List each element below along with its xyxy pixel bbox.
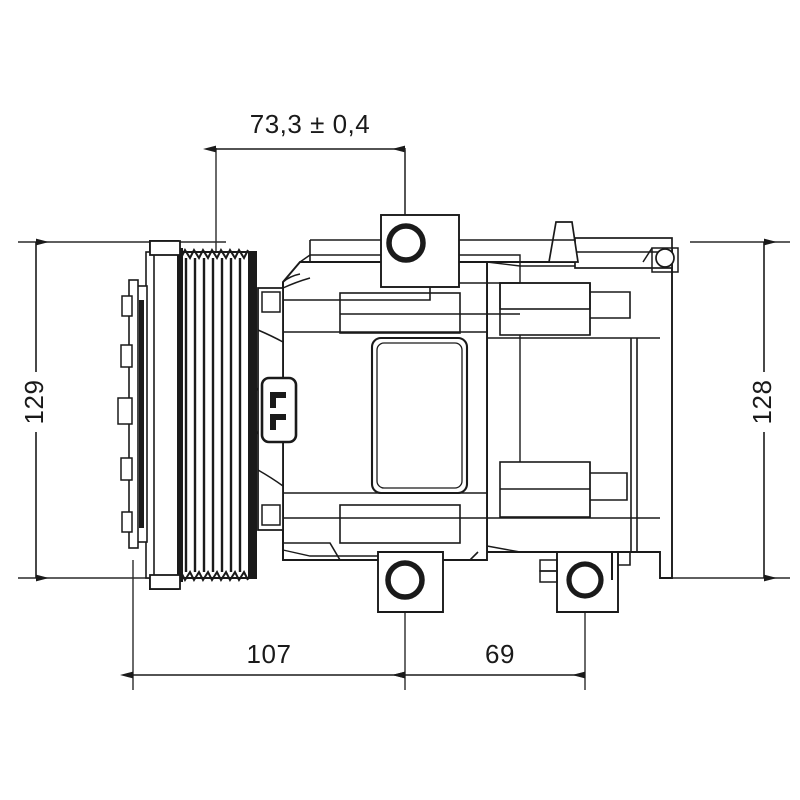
front-foot-bolt-hole bbox=[385, 560, 425, 600]
rear-pivot-hole bbox=[655, 248, 675, 268]
block-rib-lower-4 bbox=[283, 542, 341, 561]
pulley-groove-profile-bottom bbox=[180, 569, 249, 583]
block-rib-lower-2 bbox=[339, 504, 461, 544]
body-contours bbox=[282, 254, 591, 557]
clutch-cap-top bbox=[149, 240, 181, 256]
dimension-top: 73,3 ± 0,4 bbox=[203, 109, 406, 252]
rear-foot-bolt-hole bbox=[566, 561, 604, 599]
rear-housing bbox=[486, 247, 673, 579]
rear-pivot-chamfer bbox=[642, 247, 653, 263]
dimension-left: 129 bbox=[19, 238, 49, 582]
top-boss-rail-left-2 bbox=[309, 240, 381, 263]
rear-foot-ledge bbox=[618, 552, 631, 566]
clutch-lug-5 bbox=[121, 295, 133, 317]
clutch-lug-3 bbox=[120, 457, 133, 481]
contour-upper-left bbox=[299, 254, 381, 263]
pulley-assembly bbox=[177, 247, 257, 583]
rear-pivot-block bbox=[651, 247, 679, 273]
rear-mount-tab bbox=[547, 221, 579, 263]
clutch-air-gap bbox=[139, 300, 144, 528]
connector-terminal-2 bbox=[270, 414, 286, 430]
dimension-right: 128 bbox=[747, 238, 777, 582]
pulley-hub-band bbox=[248, 252, 257, 578]
rear-foot-tab-1 bbox=[539, 559, 558, 572]
clutch-connector bbox=[249, 376, 298, 444]
front-housing-details bbox=[257, 277, 311, 526]
dimension-bottom: 107 69 bbox=[120, 560, 586, 690]
dim-top-label: 73,3 ± 0,4 bbox=[250, 109, 370, 139]
block-shoulder-top bbox=[282, 273, 301, 283]
pulley-body bbox=[177, 251, 257, 579]
bottom-mount-foot-rear bbox=[539, 551, 631, 613]
pulley-ribs bbox=[184, 258, 242, 572]
front-housing-curve-1 bbox=[257, 329, 284, 343]
clutch-lug-2 bbox=[117, 397, 133, 425]
top-mount-boss bbox=[309, 214, 575, 288]
block-rib-upper-2 bbox=[339, 292, 461, 334]
front-housing-tab-top bbox=[261, 291, 281, 313]
rear-top-rail bbox=[547, 221, 679, 273]
centre-panel-inner bbox=[376, 342, 463, 489]
dim-left-label: 129 bbox=[19, 380, 49, 425]
front-housing-tab-bottom bbox=[261, 504, 281, 526]
front-housing-curve-3 bbox=[282, 277, 311, 289]
clutch-cap-bottom bbox=[149, 574, 181, 590]
front-foot-ledge-right bbox=[443, 551, 479, 561]
rear-port-notch-lower bbox=[590, 472, 628, 501]
connector-terminal-1 bbox=[270, 392, 286, 408]
pulley-groove-profile-top bbox=[180, 247, 249, 261]
rear-foot-tab-2 bbox=[539, 570, 558, 583]
dim-right-label: 128 bbox=[747, 380, 777, 425]
clutch-plate-assembly bbox=[117, 240, 181, 590]
contour-lower-right bbox=[486, 545, 557, 553]
contour-upper-right bbox=[459, 254, 521, 262]
clutch-lug-1 bbox=[120, 344, 133, 368]
dim-bottom-right-label: 69 bbox=[485, 639, 515, 669]
bottom-mount-foot-front bbox=[330, 551, 479, 613]
front-housing-curve-2 bbox=[257, 469, 284, 487]
block-rib-upper-1 bbox=[283, 282, 520, 301]
connector-shell bbox=[260, 376, 298, 444]
cylinder-block-outline bbox=[282, 261, 488, 561]
cylinder-block bbox=[282, 261, 488, 561]
clutch-lug-4 bbox=[121, 511, 133, 533]
rear-housing-outline bbox=[486, 247, 673, 579]
top-bolt-hole bbox=[386, 223, 426, 263]
rear-port-notch-upper bbox=[590, 291, 631, 319]
dim-bottom-left-label: 107 bbox=[247, 639, 292, 669]
contour-lower-left bbox=[282, 549, 378, 557]
pulley-rim-left bbox=[178, 248, 183, 582]
